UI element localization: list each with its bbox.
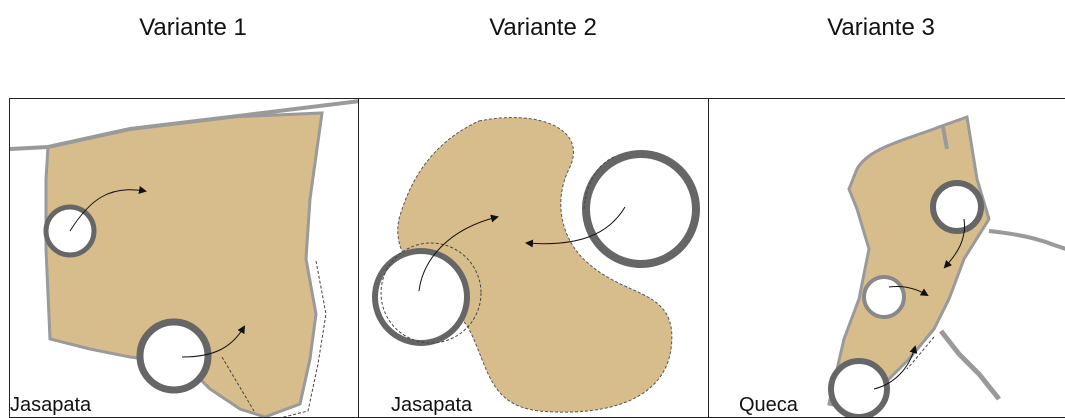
site-area [397,117,673,413]
tower-circle-1 [930,180,984,234]
site-label-2: Jasapata [391,394,473,416]
tower-circle-1 [582,150,700,268]
tower-circle-2 [862,275,906,319]
side-wall [988,229,1065,251]
panel-variante-1: Jasapata [9,98,359,418]
panel-variante-2: Jasapata [358,98,709,418]
tower-circle-2 [136,318,212,394]
heading-variante-1: Variante 1 [139,14,247,41]
variante-1-diagram [10,99,358,417]
lower-wall [939,329,1001,401]
variante-3-diagram [827,114,1065,417]
heading-variante-2: Variante 2 [489,14,597,41]
site-area [44,111,324,417]
site-label-1: Jasapata [10,394,92,416]
tower-circle-3 [828,358,890,417]
dashed-outline [281,260,327,417]
site-label-3: Queca [739,394,798,416]
heading-variante-3: Variante 3 [827,14,935,41]
variante-2-diagram [372,117,700,413]
panel-variante-3: Queca [708,98,1065,418]
tower-circle-2 [372,248,470,346]
top-wall [10,99,358,151]
